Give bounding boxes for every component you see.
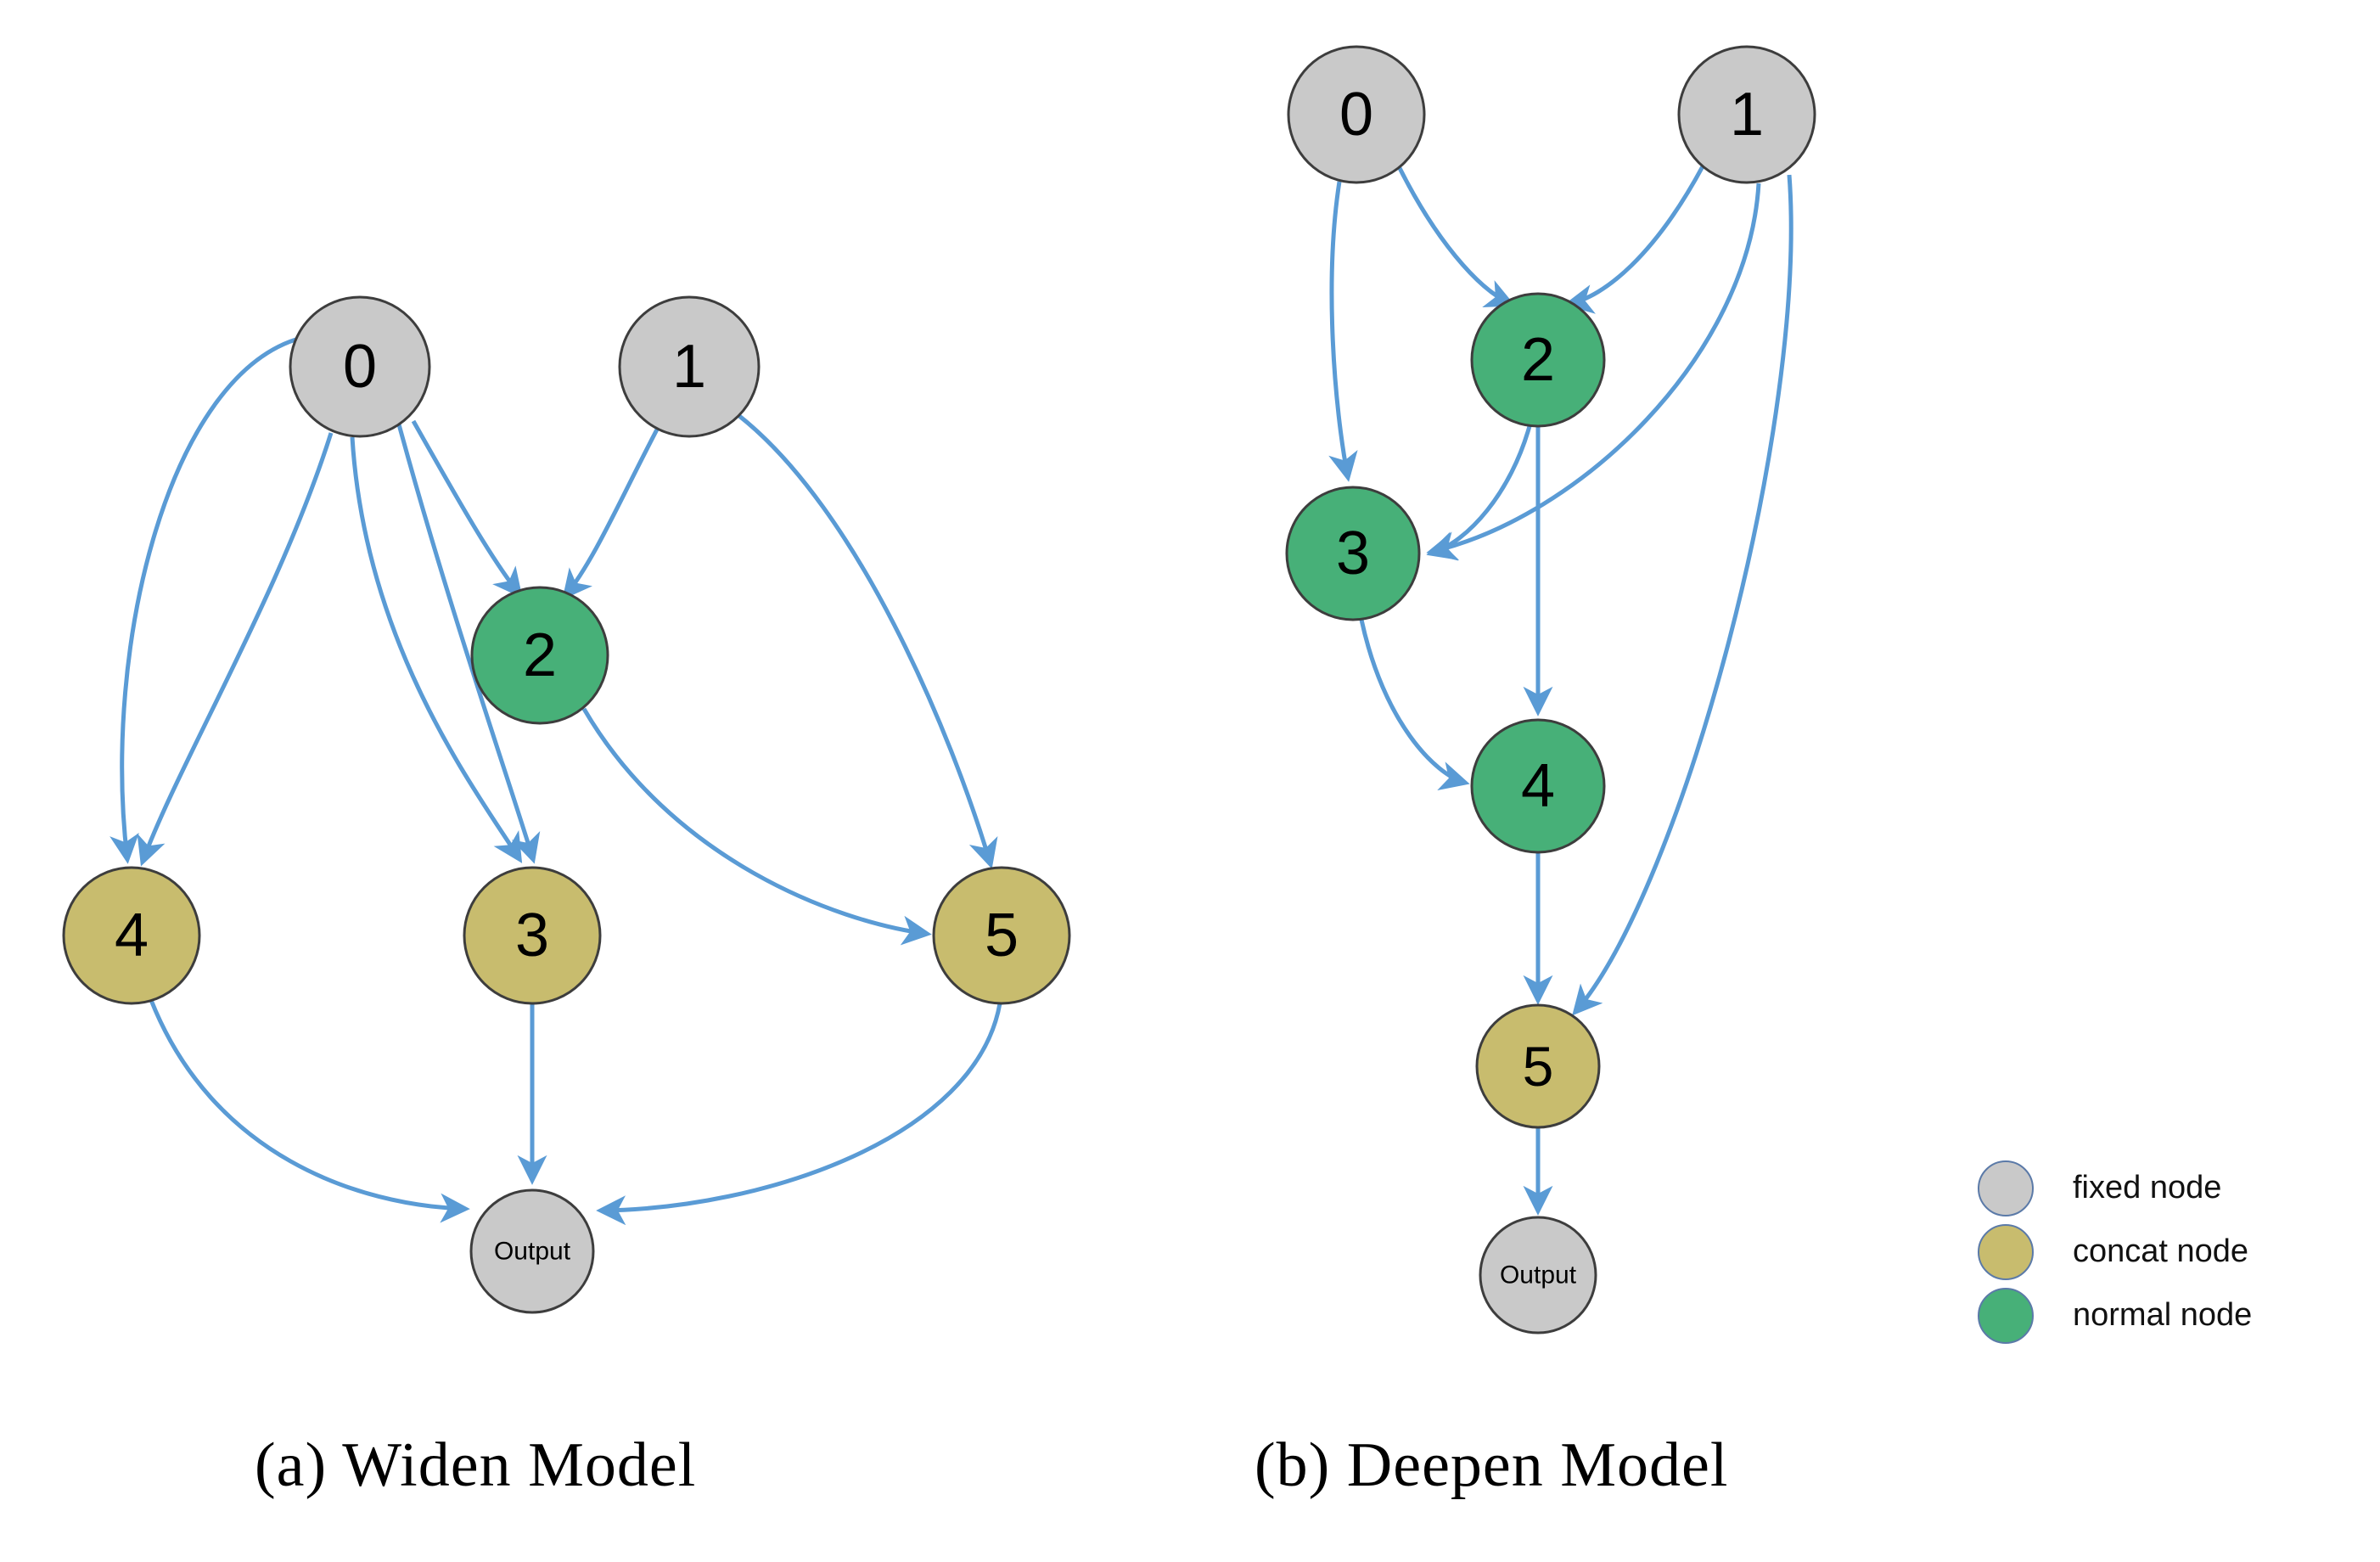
edge-widen-5-to-out	[596, 1003, 1002, 1226]
edge-widen-1-to-2	[562, 426, 660, 600]
edge-deepen-0-to-3	[1328, 181, 1358, 482]
node-shape-concat	[62, 866, 201, 1005]
legend-label-normal: normal node	[2073, 1297, 2253, 1333]
edge-widen-0-to-3	[350, 436, 523, 863]
node-deepen-1[interactable]: 1	[1677, 45, 1816, 184]
node-label: 4	[115, 902, 149, 969]
node-shape-fixed	[469, 1188, 595, 1314]
node-shape-concat	[1475, 1003, 1601, 1129]
node-shape-concat	[932, 866, 1071, 1005]
node-deepen-4[interactable]: 4	[1470, 718, 1606, 854]
legend-item-concat: concat node	[1978, 1220, 2343, 1284]
node-deepen-out[interactable]: Output	[1479, 1216, 1597, 1334]
node-label: Output	[1500, 1261, 1577, 1289]
node-shape-fixed	[1479, 1216, 1597, 1334]
legend-item-normal: normal node	[1978, 1284, 2343, 1347]
node-label: 3	[515, 902, 549, 969]
node-shape-normal	[1470, 718, 1606, 854]
legend-swatch-normal-icon	[1978, 1287, 2034, 1344]
node-shape-concat	[463, 866, 602, 1005]
node-deepen-2[interactable]: 2	[1470, 292, 1606, 428]
edge-deepen-1-to-5	[1572, 174, 1793, 1016]
node-label: 2	[523, 621, 557, 689]
edges-layer	[109, 165, 1793, 1226]
node-shape-normal	[1470, 292, 1606, 428]
node-shape-fixed	[1287, 45, 1426, 184]
legend: fixed node concat node normal node	[1978, 1156, 2343, 1347]
edge-widen-0-to-4	[137, 432, 334, 867]
legend-label-fixed: fixed node	[2073, 1170, 2222, 1205]
node-label: 5	[985, 902, 1019, 969]
node-shape-normal	[1285, 486, 1421, 621]
edge-deepen-1-to-2	[1563, 165, 1705, 314]
node-label: 5	[1523, 1035, 1554, 1098]
node-shape-fixed	[289, 295, 431, 438]
node-label: 1	[1730, 81, 1764, 149]
node-deepen-3[interactable]: 3	[1285, 486, 1421, 621]
node-label: 1	[672, 333, 706, 401]
edge-widen-0-to-4	[109, 335, 302, 864]
node-widen-0[interactable]: 0	[289, 295, 431, 438]
caption-deepen-model: (b) Deepen Model	[1255, 1430, 1729, 1500]
node-label: 3	[1336, 520, 1370, 587]
node-label: 4	[1521, 752, 1555, 820]
node-widen-1[interactable]: 1	[618, 295, 761, 438]
node-widen-2[interactable]: 2	[470, 586, 609, 725]
node-widen-out[interactable]: Output	[469, 1188, 595, 1314]
edge-deepen-1-to-3	[1426, 183, 1761, 561]
legend-swatch-fixed-icon	[1978, 1160, 2034, 1216]
legend-swatch-concat-icon	[1978, 1223, 2034, 1280]
edge-deepen-2-to-3	[1426, 425, 1532, 560]
edge-widen-0-to-2	[411, 419, 523, 598]
node-widen-5[interactable]: 5	[932, 866, 1071, 1005]
edge-widen-4-to-out	[149, 999, 470, 1223]
legend-item-fixed: fixed node	[1978, 1156, 2343, 1220]
node-label: Output	[494, 1238, 571, 1266]
edge-widen-2-to-5	[581, 707, 932, 946]
node-label: 2	[1521, 326, 1555, 394]
node-label: 0	[1339, 81, 1373, 149]
node-widen-4[interactable]: 4	[62, 866, 201, 1005]
legend-label-concat: concat node	[2073, 1233, 2249, 1269]
caption-widen-model: (a) Widen Model	[255, 1430, 697, 1500]
node-deepen-0[interactable]: 0	[1287, 45, 1426, 184]
node-shape-fixed	[1677, 45, 1816, 184]
node-deepen-5[interactable]: 5	[1475, 1003, 1601, 1129]
node-label: 0	[343, 333, 377, 401]
edge-deepen-0-to-2	[1396, 165, 1516, 307]
edge-deepen-3-to-4	[1359, 619, 1470, 791]
node-widen-3[interactable]: 3	[463, 866, 602, 1005]
node-shape-normal	[470, 586, 609, 725]
edge-widen-0-to-3	[396, 424, 541, 864]
edge-widen-1-to-5	[738, 414, 998, 869]
node-shape-fixed	[618, 295, 761, 438]
